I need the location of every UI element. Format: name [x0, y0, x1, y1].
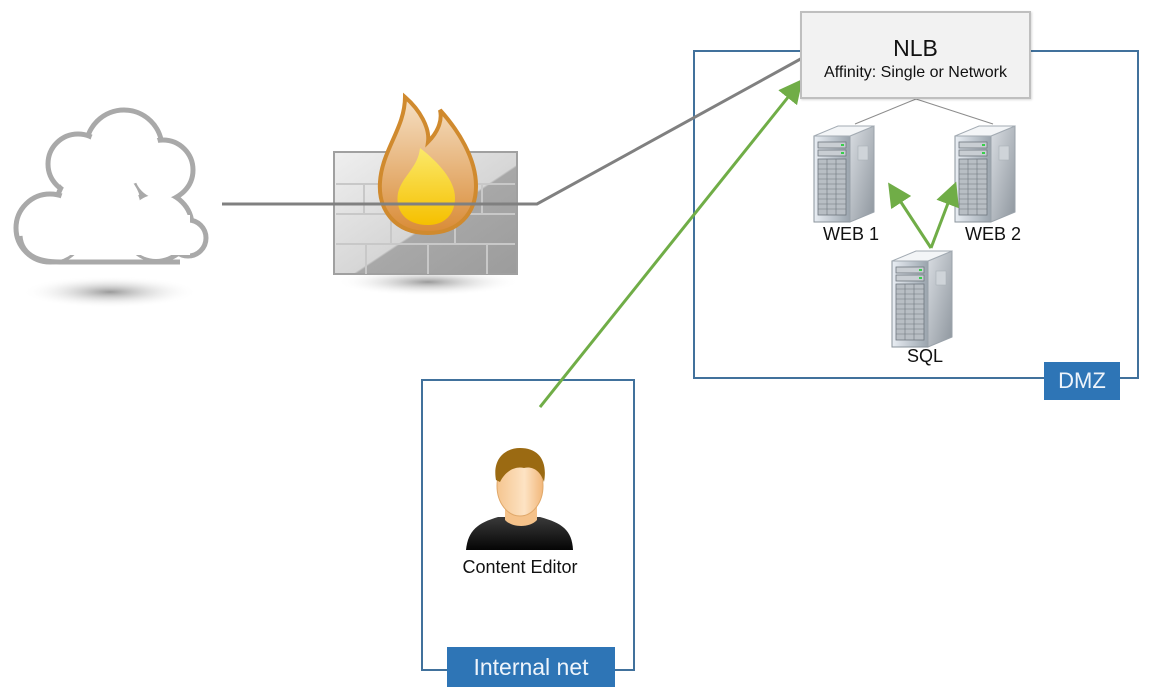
sql-to-web1-arrow: [888, 182, 933, 249]
nlb-node: NLB Affinity: Single or Network: [800, 11, 1031, 99]
nlb-to-web2-link: [915, 98, 994, 125]
user-icon: [466, 448, 573, 550]
nlb-affinity-label: Affinity: Single or Network: [824, 64, 1007, 81]
web1-label: WEB 1: [822, 224, 879, 244]
internal-net-label: Internal net: [447, 647, 615, 687]
sql-label: SQL: [906, 346, 944, 366]
dmz-label: DMZ: [1044, 362, 1120, 400]
internet-to-nlb-link: [222, 54, 807, 206]
web2-label: WEB 2: [964, 224, 1021, 244]
sql-server-icon: [891, 250, 953, 348]
firewall-icon: [333, 92, 520, 296]
web1-server-icon: [813, 125, 875, 223]
web2-server-icon: [954, 125, 1016, 223]
cloud-icon: [13, 107, 209, 308]
content-editor-label: Content Editor: [462, 557, 578, 577]
editor-to-nlb-arrow: [538, 78, 803, 408]
nlb-title: NLB: [893, 35, 938, 61]
nlb-to-web1-link: [854, 98, 917, 125]
sql-to-web2-arrow: [929, 181, 959, 249]
